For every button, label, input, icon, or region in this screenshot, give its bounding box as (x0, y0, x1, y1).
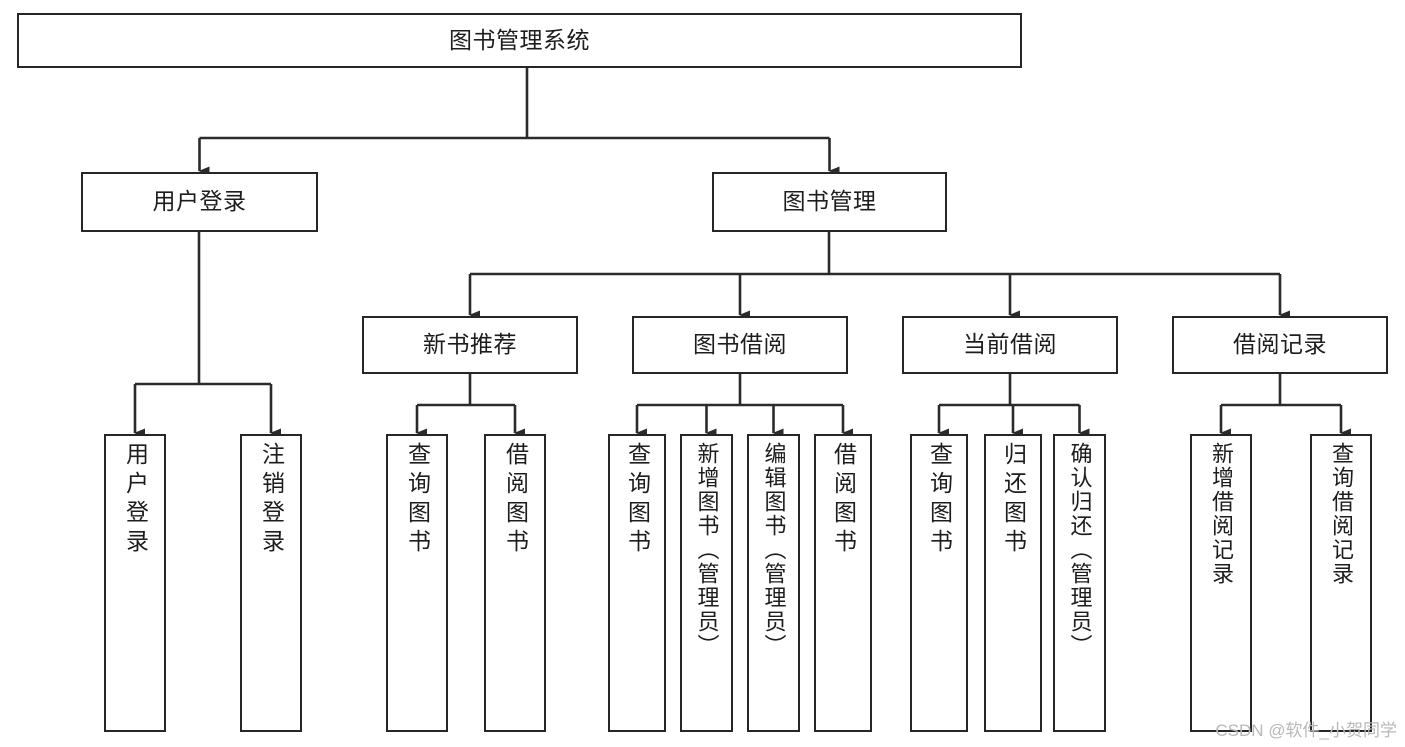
node-label: 用户登录 (122, 442, 149, 558)
node-borrow-record[interactable]: 借阅记录 (1172, 316, 1388, 374)
node-leaf-leaf-borrow-book-2[interactable]: 借阅图书 (814, 434, 872, 732)
node-root-root[interactable]: 图书管理系统 (17, 13, 1022, 68)
node-label: 借阅记录 (1233, 331, 1327, 358)
node-leaf-leaf-query-book-1[interactable]: 查询图书 (386, 434, 448, 732)
node-label: 新增图书（管理员） (694, 442, 720, 658)
node-label: 归还图书 (1000, 442, 1027, 558)
node-label: 编辑图书（管理员） (761, 442, 787, 658)
node-new-book-recommend[interactable]: 新书推荐 (362, 316, 578, 374)
node-leaf-leaf-edit-book-admin[interactable]: 编辑图书（管理员） (747, 434, 800, 732)
node-label: 查询图书 (926, 442, 953, 558)
node-leaf-leaf-add-book-admin[interactable]: 新增图书（管理员） (680, 434, 733, 732)
node-leaf-leaf-user-login[interactable]: 用户登录 (104, 434, 166, 732)
node-label: 查询图书 (624, 442, 651, 558)
node-leaf-leaf-confirm-return-admin[interactable]: 确认归还（管理员） (1053, 434, 1106, 732)
node-book-borrow[interactable]: 图书借阅 (632, 316, 848, 374)
node-leaf-leaf-query-book-2[interactable]: 查询图书 (608, 434, 666, 732)
node-current-borrow[interactable]: 当前借阅 (902, 316, 1118, 374)
node-label: 查询图书 (404, 442, 431, 558)
node-user-login[interactable]: 用户登录 (81, 172, 318, 232)
node-leaf-leaf-borrow-book-1[interactable]: 借阅图书 (484, 434, 546, 732)
node-label: 新增借阅记录 (1209, 442, 1234, 586)
node-label: 注销登录 (258, 442, 285, 558)
node-label: 确认归还（管理员） (1067, 442, 1093, 658)
node-label: 图书管理系统 (449, 26, 590, 53)
node-label: 新书推荐 (423, 331, 517, 358)
node-book-management[interactable]: 图书管理 (712, 172, 947, 232)
node-label: 图书借阅 (693, 331, 787, 358)
node-leaf-leaf-query-borrow-record[interactable]: 查询借阅记录 (1310, 434, 1372, 732)
node-label: 当前借阅 (963, 331, 1057, 358)
node-label: 图书管理 (782, 188, 877, 215)
node-label: 查询借阅记录 (1329, 442, 1354, 586)
node-leaf-leaf-add-borrow-record[interactable]: 新增借阅记录 (1190, 434, 1252, 732)
node-label: 用户登录 (152, 188, 247, 215)
node-label: 借阅图书 (502, 442, 529, 558)
node-label: 借阅图书 (830, 442, 857, 558)
node-leaf-leaf-query-book-3[interactable]: 查询图书 (910, 434, 968, 732)
connector-lines (133, 68, 1351, 438)
node-leaf-leaf-logout-login[interactable]: 注销登录 (240, 434, 302, 732)
node-leaf-leaf-return-book[interactable]: 归还图书 (984, 434, 1042, 732)
